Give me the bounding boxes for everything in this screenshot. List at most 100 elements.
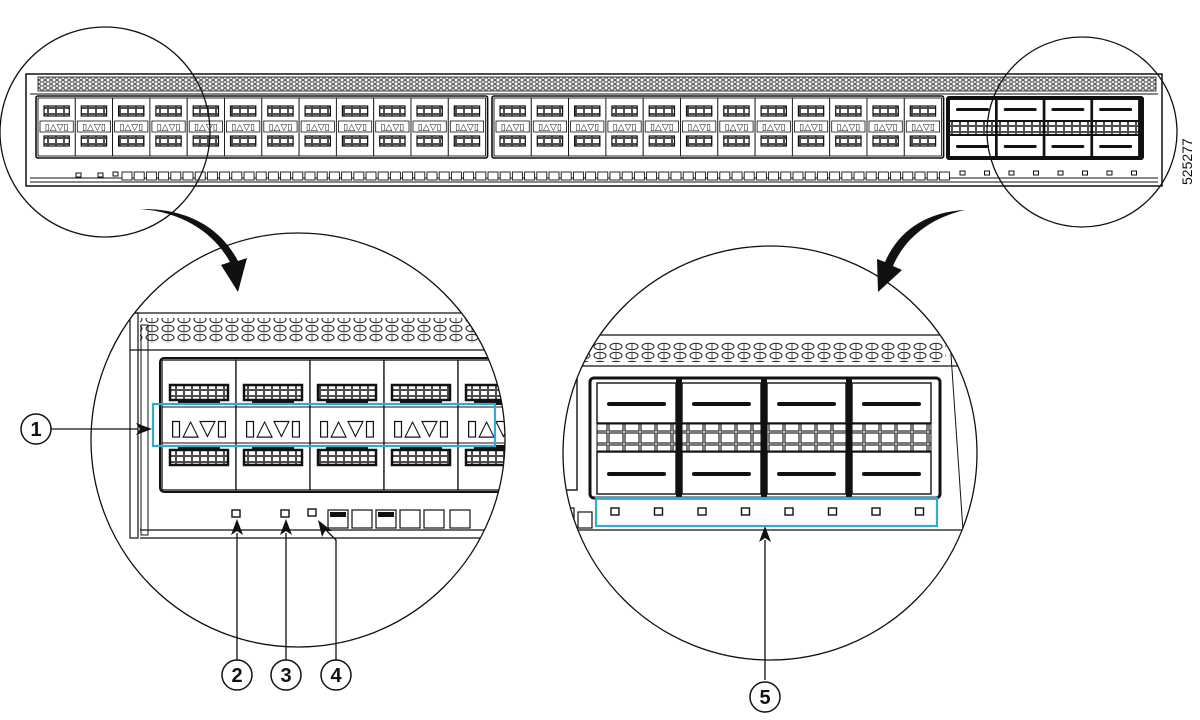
overview-uplink-led: [1082, 170, 1088, 176]
cage-divider: [1045, 122, 1091, 134]
rj45-port: ▯△▽▯: [680, 97, 719, 157]
overview-bottom-port: [572, 171, 584, 181]
system-led-2: [280, 509, 290, 518]
detail-rj45-port: ▯△▽▯: [383, 359, 459, 491]
jack-bottom: [685, 135, 713, 147]
overview-bottom-port: [670, 171, 682, 181]
uplink-led-row-highlight: [594, 496, 939, 528]
rj45-port: ▯△▽▯: [754, 97, 793, 157]
overview-bottom-port: [280, 171, 292, 181]
port-led-glyphs: ▯△▽▯: [343, 123, 367, 133]
led-strip: [756, 120, 791, 133]
port-led-glyphs: ▯△▽▯: [650, 123, 674, 133]
cage-latch-bottom: [607, 472, 666, 476]
overview-bottom-port: [768, 171, 780, 181]
port-led-glyphs: ▯△▽▯: [725, 123, 749, 133]
jack-bottom-latch: [474, 445, 505, 450]
port-frame: [161, 359, 237, 491]
overview-bottom-port: [560, 171, 572, 181]
jack-top: [611, 105, 638, 117]
rj45-port: ▯△▽▯: [335, 97, 375, 157]
rj45-port: ▯△▽▯: [447, 97, 487, 157]
system-led-3: [307, 508, 317, 517]
jack-top: [648, 105, 676, 117]
cage-latch: [1051, 145, 1085, 148]
mgmt-port-fill: [330, 512, 346, 517]
led-strip: [449, 120, 484, 133]
jack-top: [267, 105, 294, 117]
overview-bottom-port: [646, 171, 658, 181]
jack-bottom: [872, 135, 899, 147]
callout-5-label: 5: [759, 687, 770, 709]
rj45-port: ▯△▽▯: [410, 97, 449, 157]
cage-latch-bottom: [862, 472, 921, 476]
led-strip: [905, 120, 940, 133]
rj45-port: ▯△▽▯: [224, 97, 263, 157]
overview-system-led: [97, 172, 104, 178]
overview-bottom-port: [377, 171, 389, 181]
curved-arrow-right-icon: [877, 210, 965, 292]
vent-strip: [37, 76, 1157, 92]
uplink-port-led: [653, 507, 664, 516]
mgmt-port-fill: [426, 512, 442, 517]
overview-uplink-led: [1106, 170, 1113, 176]
callout-1-label: 1: [30, 419, 41, 441]
led-strip: [570, 120, 605, 133]
jack-top: [117, 105, 145, 117]
jack-bottom: [379, 135, 406, 147]
jack-bottom: [304, 135, 332, 147]
jack-bottom: [453, 135, 481, 147]
cage-latch-bottom: [777, 472, 836, 476]
rj45-port: ▯△▽▯: [149, 97, 188, 157]
overview-bottom-port: [914, 171, 926, 181]
uplink-port-led: [784, 507, 794, 516]
overview-bottom-port: [755, 171, 767, 181]
cage-divider: [1093, 122, 1139, 134]
port-frame: [383, 359, 459, 491]
rj45-port: ▯△▽▯: [112, 97, 151, 157]
led-strip: [719, 120, 754, 133]
detail-view-left: ▯△▽▯▯△▽▯▯△▽▯▯△▽▯▯△▽▯: [91, 310, 505, 610]
jack-bottom: [192, 135, 220, 147]
overview-bottom-port: [158, 171, 170, 181]
callout-2-label: 2: [231, 665, 242, 687]
jack-top-latch: [326, 400, 368, 405]
system-led-1: [231, 509, 241, 518]
overview-bottom-port: [780, 171, 792, 181]
cage-vent: [766, 423, 847, 452]
overview-bottom-port: [475, 171, 487, 181]
jack-bottom: [242, 448, 304, 467]
port-led-glyphs: ▯△▽▯: [119, 123, 143, 133]
port-led-glyphs: ▯△▽▯: [82, 123, 106, 133]
cage-latch: [1003, 108, 1037, 111]
overview-bottom-port: [219, 171, 231, 181]
overview-bottom-port: [877, 171, 889, 181]
overview-bottom-port: [438, 171, 450, 181]
port-led-glyphs: ▯△▽▯: [538, 123, 562, 133]
jack-bottom: [390, 448, 452, 467]
port-led-glyphs: ▯△▽▯: [380, 123, 404, 133]
jack-top: [573, 105, 601, 117]
overview-bottom-port: [719, 171, 731, 181]
cage-latch-top: [607, 402, 666, 406]
led-strip: [226, 120, 261, 133]
led-strip: [188, 120, 223, 133]
overview-bottom-port: [182, 171, 194, 181]
cage-latch-top: [862, 402, 921, 406]
overview-bottom-port: [841, 171, 853, 181]
jack-top: [304, 105, 332, 117]
overview-bottom-port: [463, 171, 475, 181]
port-led-glyphs: ▯△▽▯: [418, 123, 442, 133]
jack-bottom: [43, 135, 70, 147]
figure-id: 525277: [1179, 138, 1195, 185]
overview-bottom-port: [389, 171, 401, 181]
port-led-glyphs: ▯△▽▯: [836, 123, 860, 133]
led-strip: [868, 120, 903, 133]
jack-top: [341, 105, 369, 117]
cage-latch-top: [777, 402, 836, 406]
led-strip: [794, 120, 829, 133]
port-led-glyphs: ▯△▽▯: [157, 123, 181, 133]
jack-top-latch: [178, 400, 220, 405]
qsfp-cage: [676, 378, 762, 498]
